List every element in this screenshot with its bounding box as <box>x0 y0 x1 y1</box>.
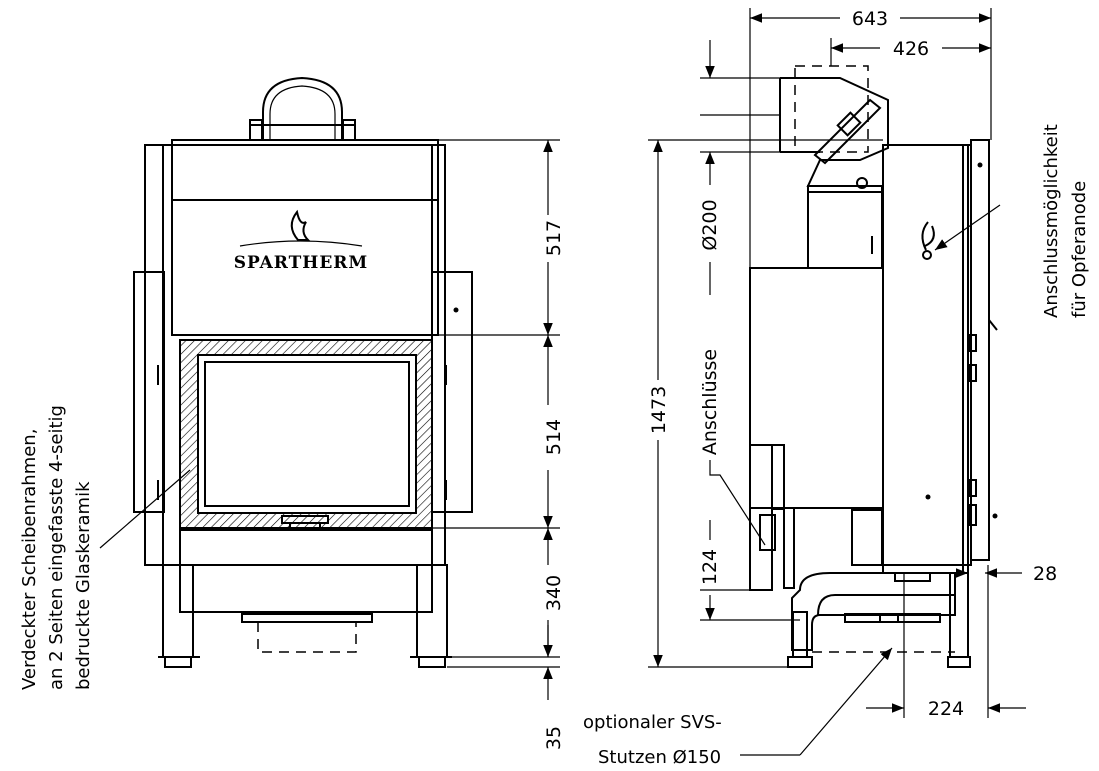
flue-dome <box>262 76 343 140</box>
dim-1473: 1473 <box>648 386 670 434</box>
lower-base <box>179 529 433 613</box>
glass-frame-annotation: Verdeckter Scheibenrahmen, an 2 Seiten e… <box>19 405 191 690</box>
flue-elbow <box>780 77 889 187</box>
front-view: SPARTHERM <box>133 76 473 668</box>
water-jacket <box>749 267 884 509</box>
dim-643: 643 <box>852 8 888 30</box>
dim-517: 517 <box>543 220 565 256</box>
note-svs-line1: optionaler SVS- <box>583 712 722 733</box>
front-dimensions: 517 514 340 35 <box>432 139 565 750</box>
note-anode-line1: Anschlussmöglichkeit <box>1041 124 1062 318</box>
note-glass-line1: Verdeckter Scheibenrahmen, <box>19 429 40 690</box>
side-body <box>882 144 969 566</box>
flue-flap <box>813 98 882 165</box>
dim-124: 124 <box>699 549 721 585</box>
top-hood <box>171 139 439 336</box>
note-glass-line2: an 2 Seiten eingefasste 4-seitig <box>46 405 67 690</box>
anode-symbol <box>921 221 935 251</box>
side-view <box>749 65 998 668</box>
dim-35: 35 <box>543 726 565 750</box>
dim-flue-diameter: Ø200 <box>699 199 721 250</box>
door-handle <box>281 515 329 524</box>
svs-stutzen <box>791 572 956 651</box>
spartherm-logo: SPARTHERM <box>234 209 368 273</box>
dim-224: 224 <box>928 698 964 720</box>
dim-28: 28 <box>1033 563 1057 585</box>
side-dimensions: 643 426 Ø200 1473 Anschlüsse 124 28 <box>583 8 1090 768</box>
note-svs-line2: Stutzen Ø150 <box>598 747 721 768</box>
note-anode-line2: für Opferanode <box>1069 181 1090 318</box>
left-side-panel <box>133 271 165 513</box>
dim-426: 426 <box>893 38 929 60</box>
note-glass-line3: bedruckte Glaskeramik <box>73 481 94 690</box>
label-connections: Anschlüsse <box>699 349 721 455</box>
front-body-outline <box>144 144 446 566</box>
dim-514: 514 <box>543 419 565 455</box>
logo-text: SPARTHERM <box>234 253 368 273</box>
dim-340: 340 <box>543 575 565 611</box>
glass-window <box>197 354 417 514</box>
